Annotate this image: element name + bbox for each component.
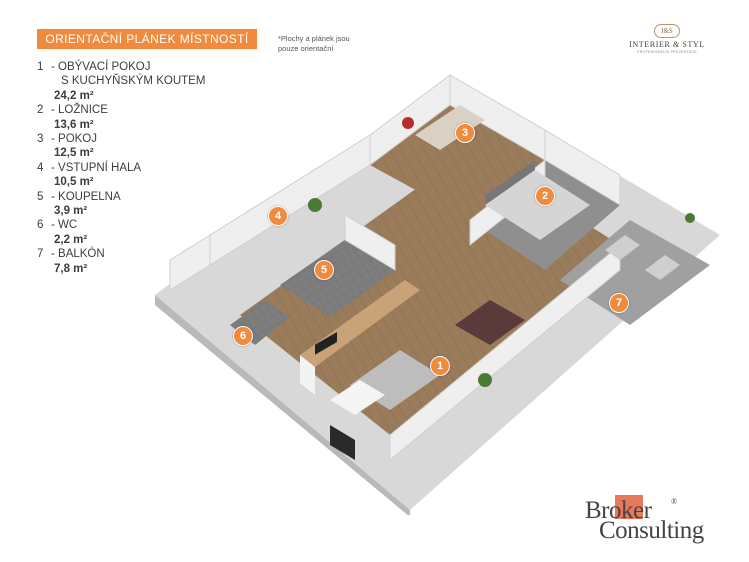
balcony-chair-2 (645, 255, 680, 280)
room-marker-6: 6 (233, 326, 253, 346)
legend-area: 13,6 m² (54, 118, 94, 131)
dining-table (455, 300, 525, 345)
sofa-room-3 (415, 105, 485, 150)
cooktop (315, 332, 337, 355)
floor-balcony (560, 220, 710, 325)
tv-unit (330, 425, 355, 460)
plant-icon (308, 198, 322, 212)
plant-icon (478, 373, 492, 387)
kitchen-cabinets (300, 355, 315, 395)
plant-icon (685, 213, 695, 223)
legend-name: - KOUPELNA (51, 190, 121, 203)
disclaimer-note: *Plochy a plánek jsou pouze orientační (278, 34, 350, 53)
wall-bedroom (544, 129, 621, 206)
legend-name: - BALKÓN (51, 248, 105, 261)
room-legend: 1 - OBÝVACÍ POKOJ S KUCHYŇSKÝM KOUTEM 24… (37, 60, 237, 276)
legend-name: - OBÝVACÍ POKOJ (51, 61, 151, 73)
legend-area: 12,5 m² (54, 147, 94, 160)
bed (485, 170, 590, 240)
broker-consulting-logo: Broker ® Consulting (585, 495, 745, 551)
legend-name: - WC (51, 219, 78, 232)
legend-item-wc: 6 - WC 2,2 m² (37, 218, 237, 247)
legend-name-line2: S KUCHYŇSKÝM KOUTEM (61, 75, 206, 88)
floor-plan-illustration (155, 74, 720, 515)
room-marker-4: 4 (268, 206, 288, 226)
room-marker-7: 7 (609, 293, 629, 313)
legend-area: 3,9 m² (54, 205, 88, 218)
interier-styl-logo: I&S INTERIER & STYL PROFESIONÁLNÍ PREZEN… (622, 24, 712, 54)
legend-number: 2 (37, 104, 44, 117)
logo-name: INTERIER & STYL (629, 40, 705, 49)
floor-bathroom (280, 240, 395, 317)
wall-partition-2 (344, 214, 396, 271)
page-title: ORIENTAČNÍ PLÁNEK MÍSTNOSTÍ (37, 29, 257, 49)
balcony-chair-1 (605, 235, 640, 260)
legend-number: 7 (37, 248, 44, 261)
brand-line-2: Consulting (599, 517, 704, 544)
room-marker-5: 5 (314, 260, 334, 280)
room-marker-3: 3 (455, 123, 475, 143)
legend-area: 2,2 m² (54, 233, 88, 246)
legend-area: 24,2 m² (54, 89, 94, 102)
bed-headboard (485, 160, 535, 205)
room-marker-1: 1 (430, 356, 450, 376)
room-marker-2: 2 (535, 186, 555, 206)
legend-number: 6 (37, 219, 44, 232)
legend-number: 1 (37, 61, 44, 73)
slab-side (155, 295, 410, 515)
legend-number: 5 (37, 190, 44, 203)
plant-icon (402, 117, 414, 129)
legend-name: - VSTUPNÍ HALA (51, 161, 142, 174)
legend-name: - LOŽNICE (51, 104, 108, 117)
wall-front-right (389, 243, 621, 462)
legend-name: - POKOJ (51, 133, 98, 146)
brand-box (615, 495, 643, 519)
legend-item-entrance-hall: 4 - VSTUPNÍ HALA 10,5 m² (37, 161, 237, 190)
legend-item-living-room: 1 - OBÝVACÍ POKOJ S KUCHYŇSKÝM KOUTEM 24… (37, 60, 237, 103)
legend-item-balcony: 7 - BALKÓN 7,8 m² (37, 247, 237, 276)
legend-item-bathroom: 5 - KOUPELNA 3,9 m² (37, 190, 237, 219)
brand-registered: ® (671, 497, 678, 506)
logo-tagline: PROFESIONÁLNÍ PREZENTACE (637, 50, 697, 54)
brand-line-1: Broker (585, 497, 652, 524)
legend-number: 3 (37, 133, 44, 146)
legend-item-room: 3 - POKOJ 12,5 m² (37, 132, 237, 161)
logo-monogram: I&S (654, 24, 680, 38)
legend-area: 10,5 m² (54, 176, 94, 189)
coffee-table (330, 380, 385, 415)
legend-area: 7,8 m² (54, 262, 88, 275)
wall-left-front (169, 234, 211, 291)
legend-number: 4 (37, 161, 44, 174)
legend-item-bedroom: 2 - LOŽNICE 13,6 m² (37, 103, 237, 132)
